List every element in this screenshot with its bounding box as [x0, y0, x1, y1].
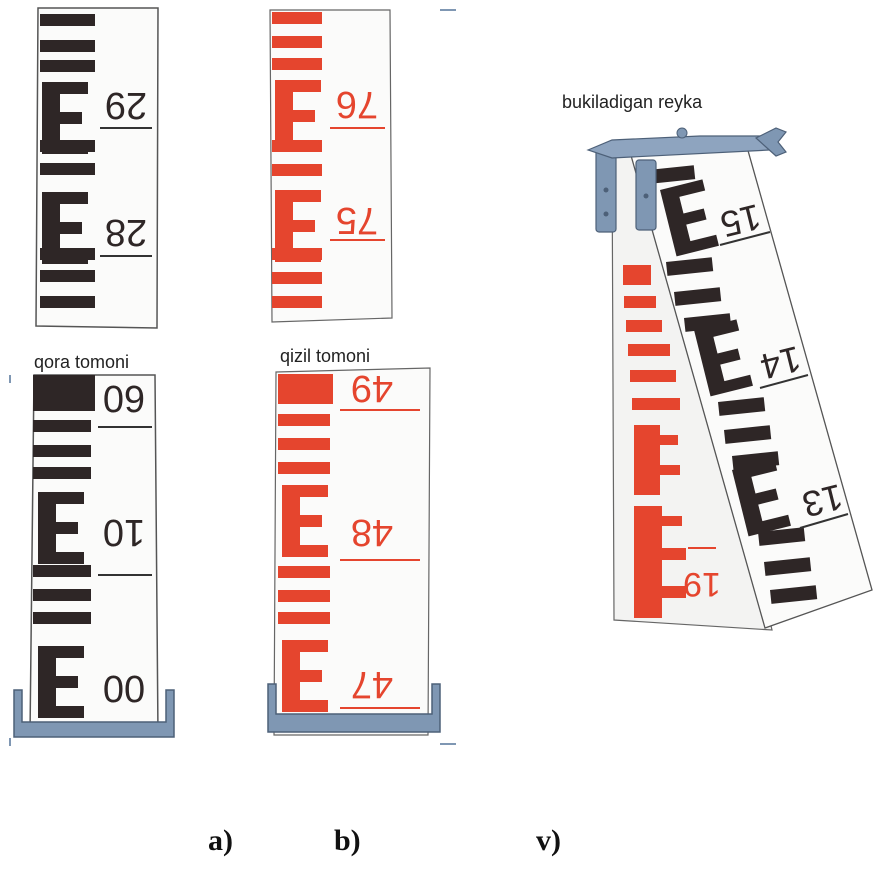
label-black-side: qora tomoni	[34, 352, 130, 372]
folding-number-15: 15	[716, 196, 765, 245]
staff-red-top	[269, 9, 393, 323]
black-top-number-2: 28	[105, 211, 147, 253]
folding-number-14: 14	[756, 338, 805, 387]
subfigure-label-a: a)	[208, 824, 233, 857]
subfigure-label-v: v)	[536, 824, 561, 857]
label-folding-staff: bukiladigan reyka	[562, 92, 703, 112]
red-bottom-number-1: 49	[351, 367, 393, 409]
red-bottom-number-3: 47	[351, 663, 393, 705]
black-bottom-number-1: 60	[103, 377, 145, 419]
subfigure-label-b: b)	[334, 824, 361, 857]
folding-number-13: 13	[798, 476, 847, 525]
red-top-number-1: 76	[336, 83, 378, 125]
folding-number-19: 19	[683, 565, 721, 603]
staff-black-bottom	[13, 374, 175, 738]
folding-staff	[586, 127, 873, 631]
black-bottom-number-2: 10	[103, 511, 145, 553]
staff-black-top	[35, 7, 159, 329]
black-bottom-number-3: 00	[103, 667, 145, 709]
staff-red-bottom	[267, 367, 441, 736]
red-top-number-2: 75	[336, 199, 378, 241]
red-bottom-number-2: 48	[351, 511, 393, 553]
label-red-side: qizil tomoni	[280, 346, 371, 366]
black-top-number-1: 29	[105, 84, 147, 126]
